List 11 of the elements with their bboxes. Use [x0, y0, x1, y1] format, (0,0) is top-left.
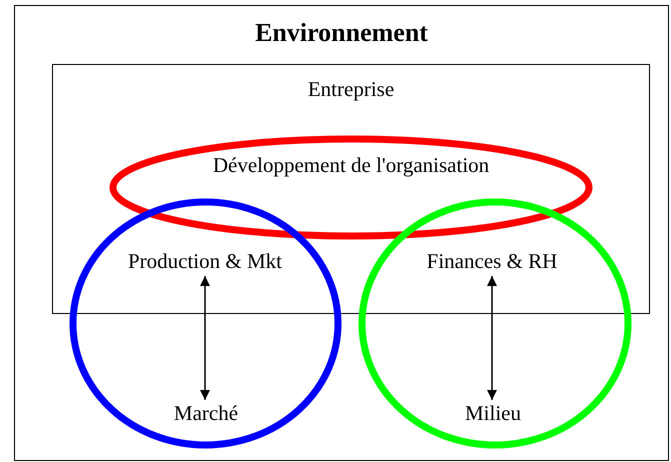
box-title: Environnement [255, 18, 428, 47]
double-arrow [487, 276, 497, 400]
double-arrow [200, 276, 210, 400]
ellipse-label: Développement de l'organisation [212, 153, 490, 177]
box-title: Entreprise [308, 77, 394, 101]
enterprise-box [52, 64, 650, 314]
text-label: Milieu [465, 401, 521, 425]
text-label: Finances & RH [426, 249, 558, 273]
text-label: Marché [174, 401, 238, 425]
text-label: Production & Mkt [128, 249, 282, 273]
environment-frame [14, 5, 669, 461]
